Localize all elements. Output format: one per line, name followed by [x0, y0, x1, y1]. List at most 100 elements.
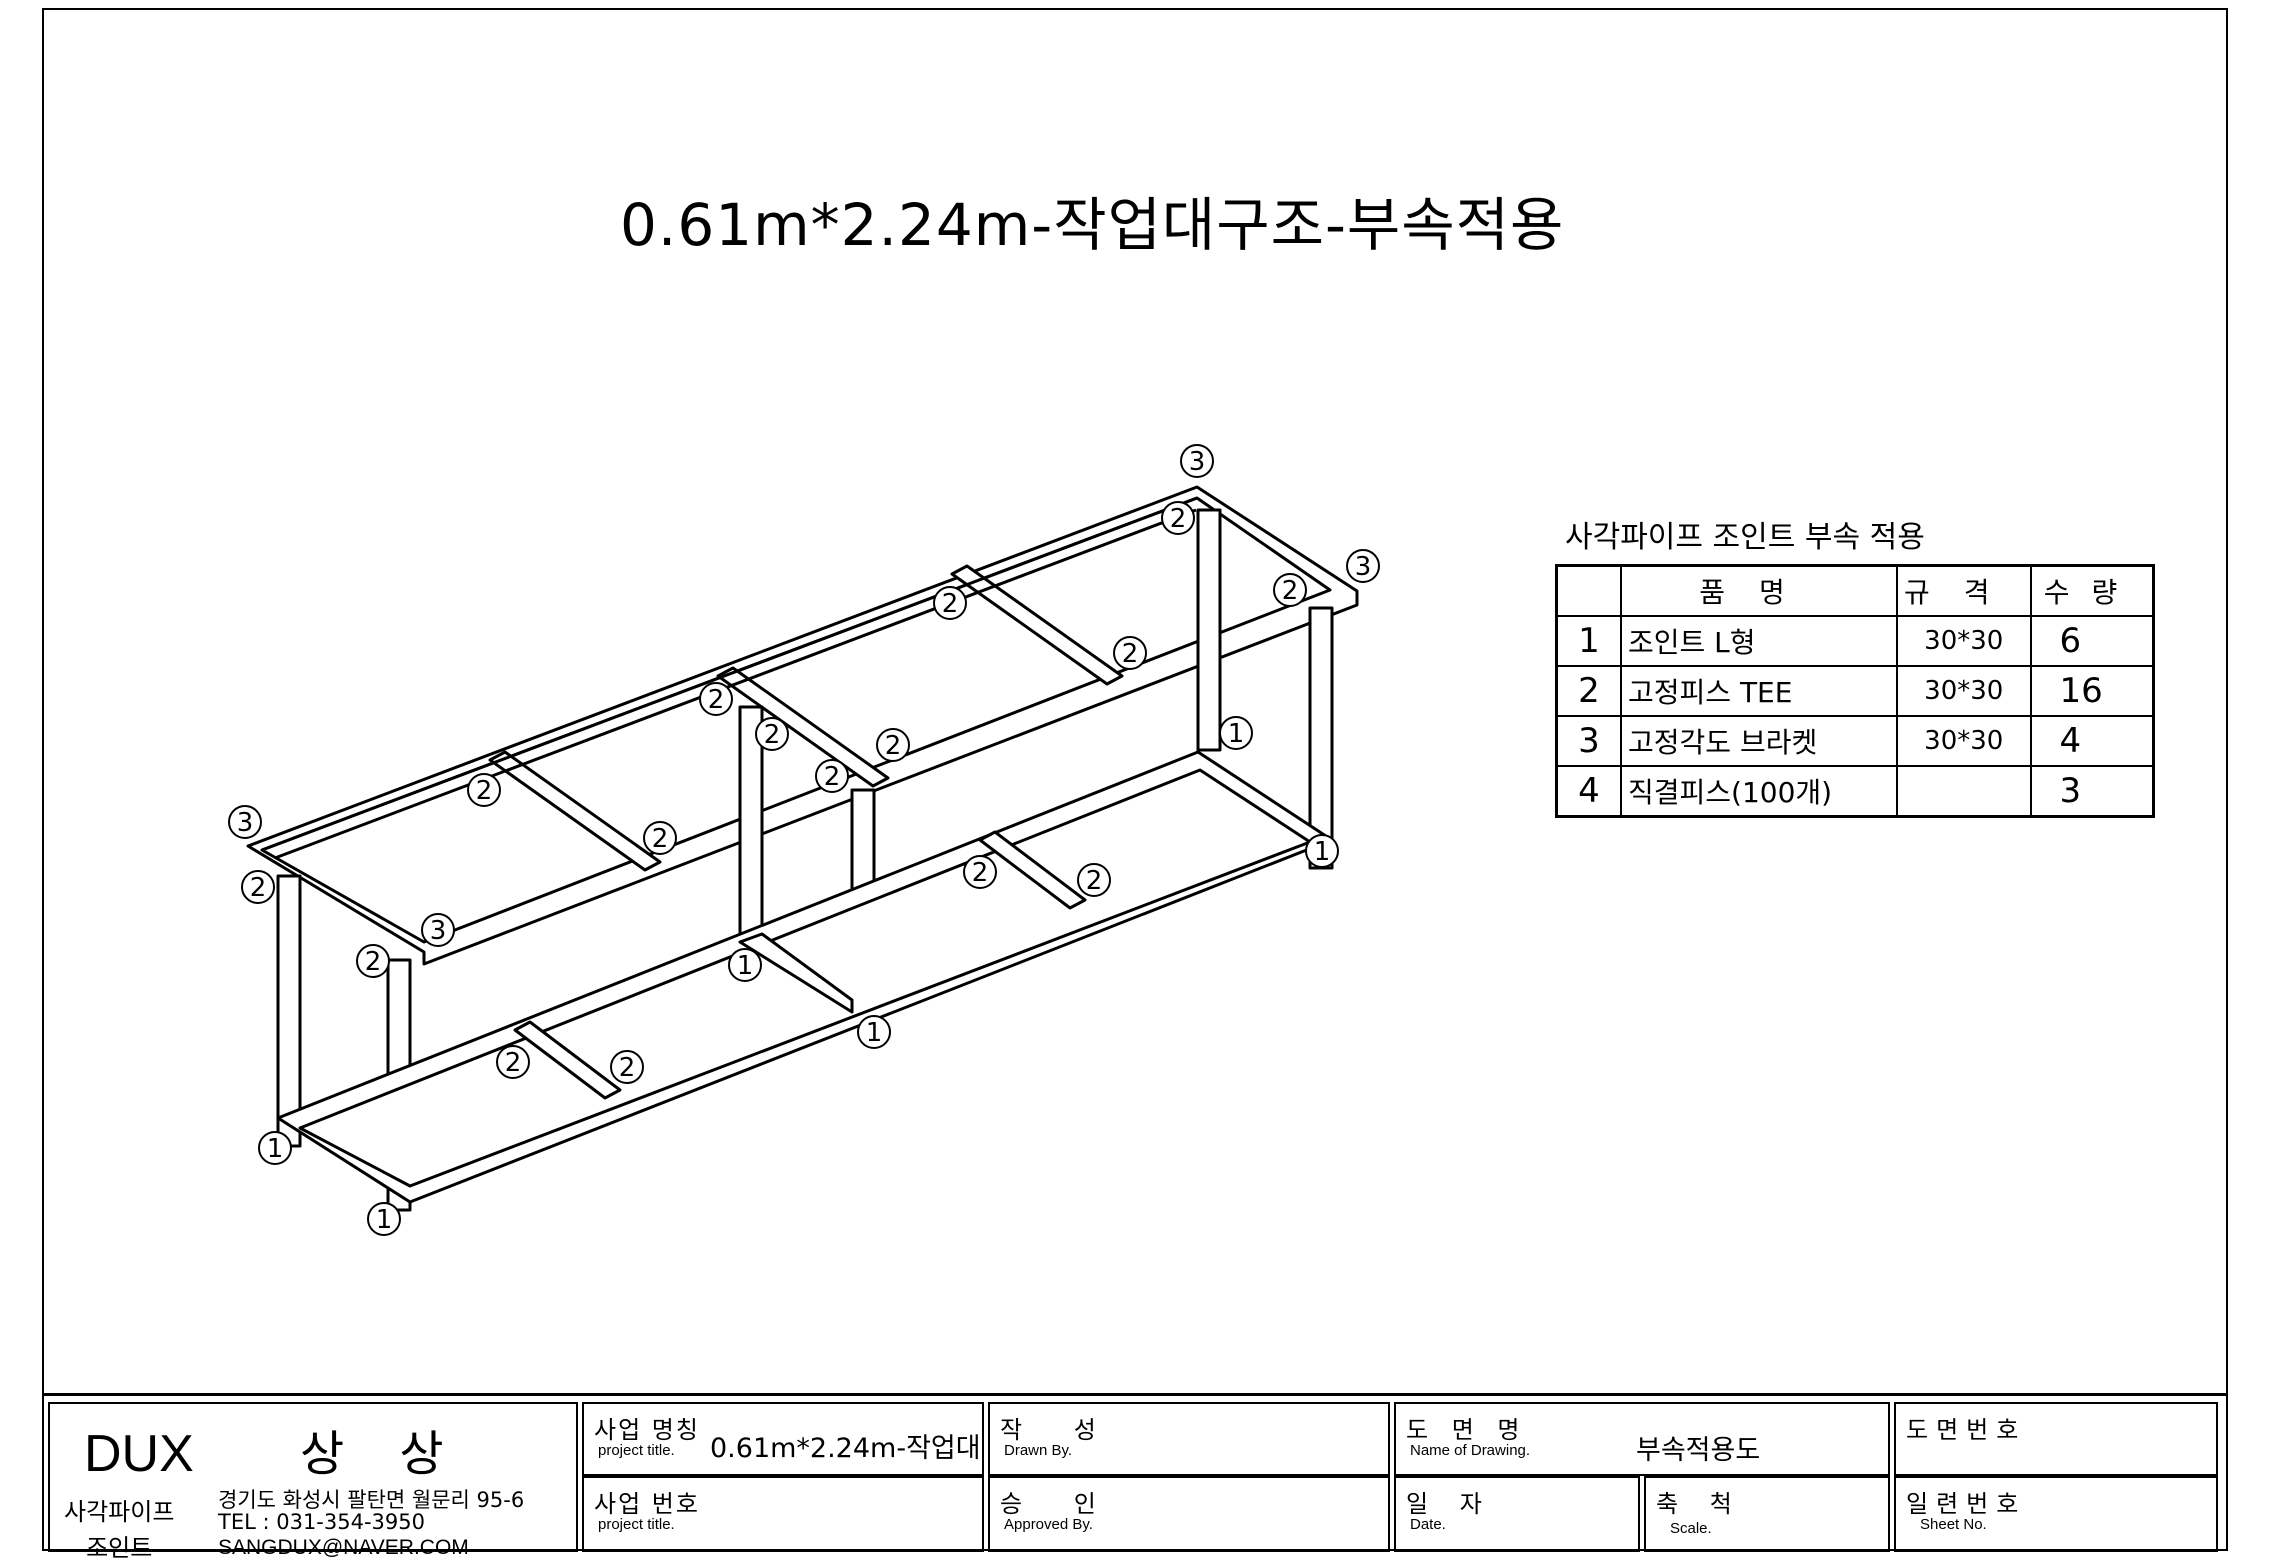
approved-by-label-en: Approved By.: [1004, 1516, 1093, 1533]
part-qty: 4: [2029, 715, 2155, 767]
date-label-en: Date.: [1410, 1516, 1446, 1533]
part-spec: 30*30: [1896, 665, 2032, 717]
drawing-name-cell: 도 면 명 Name of Drawing. 부속적용도: [1394, 1402, 1890, 1476]
svg-text:3: 3: [237, 808, 254, 838]
parts-heading: 사각파이프 조인트 부속 적용: [1565, 520, 1925, 555]
project-title-label-en: project title.: [598, 1442, 675, 1459]
sheet-no-label: 일련번호: [1906, 1490, 2027, 1518]
parts-header-no: [1555, 564, 1622, 617]
svg-text:1: 1: [267, 1134, 284, 1164]
leg-right-rear: [1196, 508, 1222, 752]
title-block: DUX 상 상 사각파이프 조인트 경기도 화성시 팔탄면 월문리 95-6 T…: [42, 1393, 2228, 1562]
scale-label: 축 척: [1656, 1490, 1744, 1518]
part-no: 2: [1555, 665, 1622, 717]
drawn-by-label: 작 성: [1000, 1416, 1118, 1444]
date-label: 일 자: [1406, 1490, 1494, 1518]
svg-text:2: 2: [1086, 866, 1103, 896]
parts-header-qty: 수량: [2029, 564, 2155, 617]
project-no-cell: 사업 번호 project title.: [582, 1476, 984, 1552]
part-spec: 30*30: [1896, 615, 2032, 667]
part-name: 고정피스 TEE: [1620, 665, 1898, 717]
approved-by-cell: 승 인 Approved By.: [988, 1476, 1390, 1552]
company-address: 경기도 화성시 팔탄면 월문리 95-6: [218, 1488, 525, 1512]
part-no: 4: [1555, 765, 1622, 818]
callout-2: 3: [1346, 549, 1380, 583]
svg-text:2: 2: [824, 762, 841, 792]
part-name: 직결피스(100개): [1620, 765, 1898, 818]
svg-text:2: 2: [652, 824, 669, 854]
scale-label-en: Scale.: [1670, 1520, 1712, 1537]
svg-text:1: 1: [376, 1205, 393, 1235]
part-no: 1: [1555, 615, 1622, 667]
project-title-cell: 사업 명칭 project title. 0.61m*2.24m-작업대: [582, 1402, 984, 1476]
svg-text:3: 3: [1189, 447, 1206, 477]
callout-1: 3: [1180, 444, 1214, 478]
part-spec: [1896, 765, 2032, 818]
svg-text:2: 2: [942, 589, 959, 619]
project-title-label: 사업 명칭: [594, 1416, 700, 1444]
company-tel: TEL : 031-354-3950: [218, 1510, 425, 1534]
part-qty: 16: [2029, 665, 2155, 717]
drawing-name-value: 부속적용도: [1636, 1435, 1761, 1466]
svg-text:2: 2: [250, 873, 267, 903]
date-cell: 일 자 Date.: [1394, 1476, 1640, 1552]
parts-table: 품명 규격 수량 1 조인트 L형 30*30 6 2 고정피스 TEE 30*…: [1555, 564, 2155, 818]
svg-text:1: 1: [1314, 837, 1331, 867]
parts-header-name: 품명: [1620, 564, 1898, 617]
project-title-value: 0.61m*2.24m-작업대: [710, 1433, 981, 1464]
part-qty: 6: [2029, 615, 2155, 667]
company-type: 사각파이프 조인트: [64, 1494, 174, 1566]
svg-text:1: 1: [737, 951, 754, 981]
svg-text:3: 3: [430, 916, 447, 946]
sheet-no-cell: 일련번호 Sheet No.: [1894, 1476, 2218, 1552]
drawing-title: 0.61m*2.24m-작업대구조-부속적용: [620, 191, 1565, 259]
part-callouts: 3 3 3 3 2 2 2 2 2 2 2 2 2 2 2 2 2 2 2 2 …: [228, 444, 1380, 1236]
company-line-2: 조인트: [86, 1534, 153, 1562]
drawing-name-label: 도 면 명: [1406, 1416, 1528, 1444]
svg-text:3: 3: [1355, 552, 1372, 582]
part-no: 3: [1555, 715, 1622, 767]
drawing-no-label: 도면번호: [1906, 1416, 2027, 1444]
brand-name: DUX: [84, 1425, 194, 1483]
svg-text:2: 2: [505, 1048, 522, 1078]
parts-header-spec: 규격: [1896, 564, 2032, 617]
approved-by-label: 승 인: [1000, 1490, 1118, 1518]
table-row: 2 고정피스 TEE 30*30 16: [1555, 665, 2155, 717]
svg-text:2: 2: [1122, 639, 1139, 669]
svg-text:2: 2: [1282, 576, 1299, 606]
scale-cell: 축 척 Scale.: [1644, 1476, 1890, 1552]
part-name: 조인트 L형: [1620, 615, 1898, 667]
svg-text:2: 2: [365, 947, 382, 977]
svg-text:2: 2: [1170, 504, 1187, 534]
drawn-by-cell: 작 성 Drawn By.: [988, 1402, 1390, 1476]
drawing-name-label-en: Name of Drawing.: [1410, 1442, 1531, 1459]
svg-text:2: 2: [619, 1053, 636, 1083]
part-spec: 30*30: [1896, 715, 2032, 767]
sheet-no-label-en: Sheet No.: [1920, 1516, 1987, 1533]
parts-header-row: 품명 규격 수량: [1555, 564, 2155, 617]
part-qty: 3: [2029, 765, 2155, 818]
part-name: 고정각도 브라켓: [1620, 715, 1898, 767]
drawn-by-label-en: Drawn By.: [1004, 1442, 1073, 1459]
svg-text:1: 1: [1228, 719, 1245, 749]
company-line-1: 사각파이프: [64, 1498, 175, 1526]
svg-text:2: 2: [476, 776, 493, 806]
top-crossbar: [488, 750, 662, 872]
project-no-label: 사업 번호: [594, 1490, 700, 1518]
leg-right-front: [1308, 606, 1334, 870]
svg-text:2: 2: [764, 720, 781, 750]
svg-text:2: 2: [885, 731, 902, 761]
leg-left-rear: [276, 874, 302, 1148]
svg-text:1: 1: [866, 1018, 883, 1048]
table-row: 3 고정각도 브라켓 30*30 4: [1555, 715, 2155, 767]
bottom-crossbar: [513, 1020, 622, 1100]
svg-text:2: 2: [972, 858, 989, 888]
brand-korean: 상 상: [300, 1426, 464, 1482]
table-row: 4 직결피스(100개) 3: [1555, 765, 2155, 818]
table-row: 1 조인트 L형 30*30 6: [1555, 615, 2155, 667]
project-no-label-en: project title.: [598, 1516, 675, 1533]
company-cell: DUX 상 상 사각파이프 조인트 경기도 화성시 팔탄면 월문리 95-6 T…: [48, 1402, 578, 1562]
svg-text:2: 2: [708, 685, 725, 715]
company-email: SANGDUX@NAVER.COM: [218, 1536, 469, 1559]
